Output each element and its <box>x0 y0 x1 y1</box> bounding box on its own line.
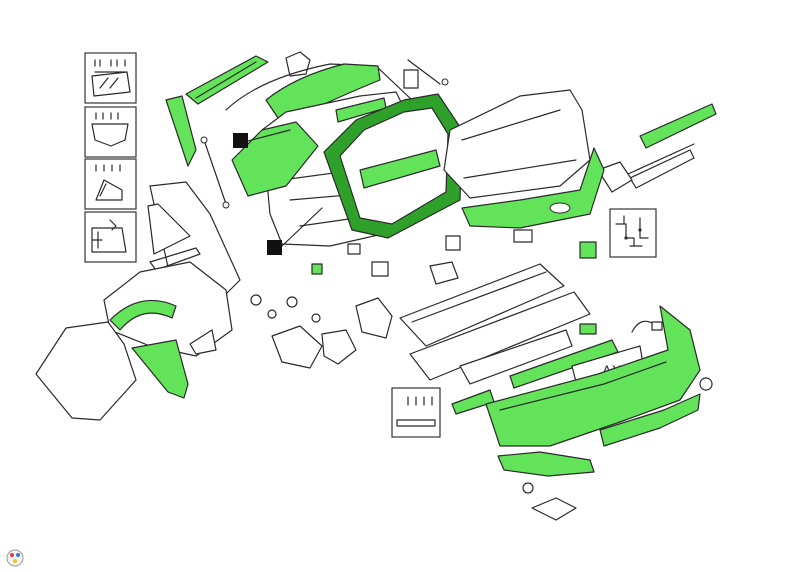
callout-wiring-harness[interactable] <box>609 208 657 258</box>
palette-logo-icon[interactable] <box>6 549 24 567</box>
tow-hook-cover[interactable] <box>699 377 713 391</box>
small-clips-cluster[interactable] <box>311 229 597 277</box>
marker-upper <box>233 129 291 148</box>
liftgate-inner-trim[interactable] <box>231 121 319 197</box>
callout-door-seal-kit[interactable] <box>84 211 137 263</box>
lock-actuator[interactable] <box>429 261 459 285</box>
bumper-reinforcement-upper[interactable] <box>399 263 565 347</box>
lamp-bulb-holders[interactable] <box>250 294 321 323</box>
gas-strut-left[interactable] <box>200 136 230 209</box>
fuel-filler-door[interactable] <box>189 329 217 355</box>
callout-quarter-glass-kit[interactable] <box>84 158 137 210</box>
marker-lower <box>267 207 323 255</box>
callout-trim-panel-kit[interactable] <box>84 106 137 158</box>
d-pillar-trim[interactable] <box>165 95 197 167</box>
latch-assembly[interactable] <box>355 297 393 339</box>
bumper-lower-valance[interactable] <box>497 451 595 477</box>
rear-window-glass[interactable] <box>443 89 591 199</box>
bumper-wiring-connector[interactable] <box>631 320 663 333</box>
liftgate-applique[interactable] <box>461 147 605 229</box>
wheel-arch-liner[interactable] <box>109 299 177 331</box>
body-side-panel[interactable] <box>35 321 137 421</box>
parking-sensor[interactable] <box>522 482 534 494</box>
bumper-energy-absorber[interactable] <box>459 329 573 385</box>
callout-bumper-clips[interactable] <box>391 387 441 438</box>
license-plate-lamp[interactable] <box>579 323 597 335</box>
wheel-arch-moulding[interactable] <box>131 339 189 399</box>
gas-strut-right[interactable] <box>403 59 449 89</box>
wiper-motor[interactable] <box>597 161 633 193</box>
callout-glass-kit[interactable] <box>84 52 137 104</box>
rear-bumper-cover[interactable] <box>485 305 701 447</box>
exhaust-tip-bracket[interactable] <box>531 497 577 521</box>
quarter-glass-selected[interactable] <box>147 203 201 271</box>
tail-lamp-left[interactable] <box>271 325 323 369</box>
bumper-lower-diffuser[interactable] <box>599 393 701 447</box>
bumper-reinforcement-lower[interactable] <box>409 291 591 381</box>
window-wiper-arm[interactable] <box>639 103 717 149</box>
roof-spoiler-strip[interactable] <box>185 55 269 105</box>
liftgate-frame-seal[interactable] <box>323 93 463 239</box>
wiper-blade[interactable] <box>627 143 695 189</box>
tail-lamp-right[interactable] <box>321 329 357 365</box>
